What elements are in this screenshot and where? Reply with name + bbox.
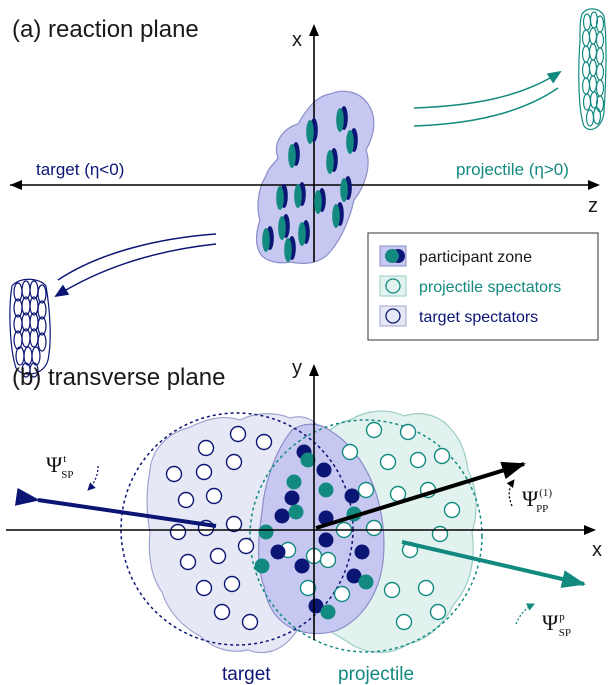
- legend-label-projectile-spectators: projectile spectators: [419, 279, 561, 296]
- target-spectator-bunch: [9, 278, 51, 378]
- psi-pp-main: Ψ: [522, 486, 539, 511]
- legend-item-projectile-spectators: projectile spectators: [379, 275, 561, 297]
- psi-sp-projectile-sub: SP: [559, 627, 571, 639]
- target-spectators: [165, 425, 273, 631]
- axis-x-arrow-a: [309, 24, 319, 36]
- target-motion-arrow-2: [54, 243, 217, 298]
- psi-sp-projectile-arrow: [401, 540, 586, 588]
- target-label-b: target: [222, 664, 271, 685]
- target-nucleus-outline: [120, 412, 354, 646]
- psi-pp-sup: (1): [539, 487, 552, 499]
- projectile-label-b: projectile: [338, 664, 414, 685]
- axis-y-label: y: [292, 357, 302, 379]
- projectile-spectator-bunch: [578, 8, 607, 131]
- psi-sp-target-sub: SP: [61, 469, 73, 481]
- participant-nucleons-a: [262, 106, 358, 262]
- projectile-motion-arrow-2: [413, 87, 559, 127]
- legend: participant zone projectile spectators t…: [367, 232, 599, 341]
- legend-item-participant: participant zone: [379, 245, 532, 267]
- axis-z-label: z: [588, 195, 598, 217]
- panel-b: (b) transverse plane: [6, 357, 602, 685]
- psi-pp-label: Ψ(1) PP: [522, 486, 552, 515]
- axis-x-label-b: x: [592, 539, 602, 561]
- psi-sp-target-main: Ψ: [46, 452, 63, 477]
- axis-y-arrow: [309, 364, 319, 376]
- psi-sp-projectile-rotation-icon: [515, 603, 535, 625]
- projectile-motion-arrow-1: [413, 70, 562, 109]
- psi-pp-arrow: [315, 461, 526, 530]
- legend-label-target-spectators: target spectators: [419, 309, 538, 326]
- psi-sp-target-rotation-icon: [87, 465, 99, 491]
- target-eta-label: target (η<0): [36, 160, 124, 179]
- axis-x-arrow-b: [584, 525, 596, 535]
- psi-sp-target-arrow: [14, 487, 217, 528]
- projectile-nucleus-outline: [249, 419, 483, 653]
- projectile-eta-label: projectile (η>0): [456, 160, 569, 179]
- target-motion-arrow-1: [57, 233, 217, 281]
- panel-a-title: (a) reaction plane: [12, 16, 199, 43]
- axis-z-left-arrow: [10, 180, 22, 190]
- participant-zone-a: [255, 90, 375, 265]
- psi-sp-projectile-sup: p: [559, 611, 565, 623]
- axis-x-label-a: x: [292, 29, 302, 51]
- axis-z-right-arrow: [588, 180, 600, 190]
- psi-sp-projectile-main: Ψ: [542, 610, 559, 635]
- psi-sp-target-sup: t: [63, 453, 66, 465]
- panel-a: (a) reaction plane x z target (η<0) proj…: [9, 8, 607, 378]
- psi-pp-rotation-icon: [506, 479, 515, 507]
- panel-b-title: (b) transverse plane: [12, 364, 225, 391]
- legend-item-target-spectators: target spectators: [379, 305, 538, 327]
- psi-pp-sub: PP: [536, 503, 548, 515]
- legend-label-participant: participant zone: [419, 249, 532, 266]
